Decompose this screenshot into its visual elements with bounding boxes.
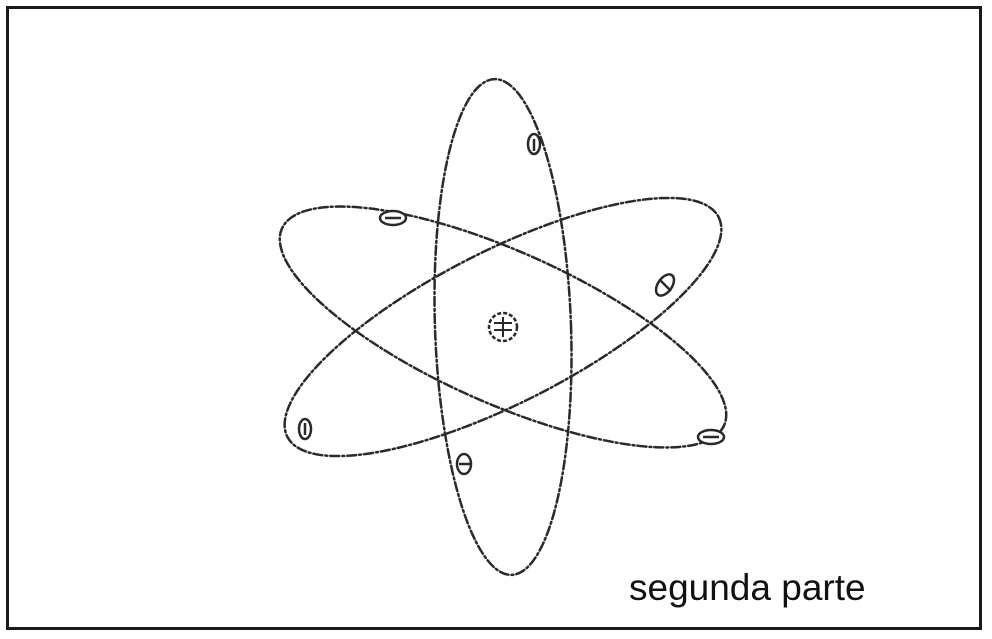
electron-icon	[654, 273, 676, 297]
nucleus-icon	[487, 311, 519, 343]
orbit-vertical	[433, 77, 573, 577]
orbit-rising	[283, 196, 723, 458]
orbit-falling	[278, 205, 728, 449]
electron-icon	[297, 417, 313, 441]
electron-icon	[378, 209, 408, 227]
electron-icon	[696, 428, 726, 446]
caption-label: segunda parte	[629, 567, 866, 608]
figure-frame: segunda parte	[6, 6, 982, 630]
electron-icon	[526, 132, 542, 156]
electron-icon	[455, 452, 473, 476]
atom-diagram	[278, 77, 728, 577]
